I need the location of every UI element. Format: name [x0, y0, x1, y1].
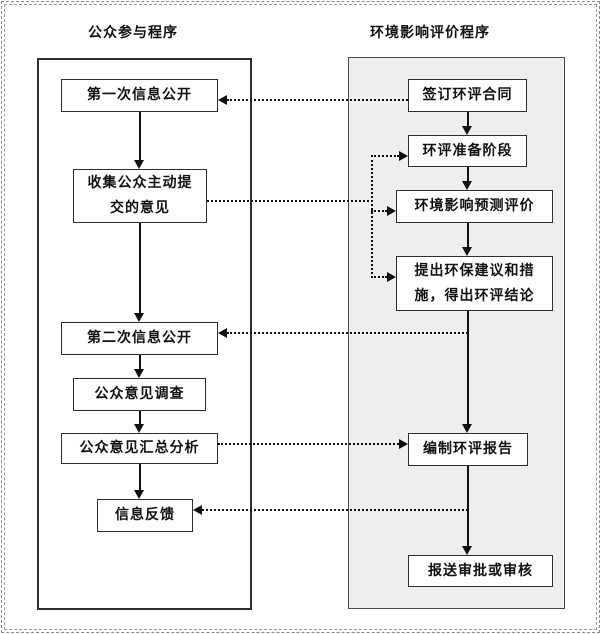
node-first-info-disclosure: 第一次信息公开 — [61, 79, 218, 112]
dashed-branch-prediction-head — [387, 206, 396, 216]
arrow-l5-head — [134, 490, 144, 499]
arrow-r5-line — [467, 466, 469, 546]
node-opinion-summary-analysis: 公众意见汇总分析 — [61, 433, 218, 464]
arrow-r5-head — [462, 546, 472, 555]
dashed-to-second-disclosure-head — [218, 328, 227, 338]
node-eia-preparation: 环评准备阶段 — [408, 135, 527, 167]
node-env-impact-prediction: 环境影响预测评价 — [396, 190, 553, 223]
arrow-r2-line — [467, 167, 469, 181]
node-public-opinion-survey: 公众意见调查 — [73, 378, 206, 411]
dashed-summary-to-report-line — [218, 443, 399, 445]
node-compile-eia-report: 编制环评报告 — [408, 433, 528, 466]
arrow-r3-line — [467, 223, 469, 247]
arrow-r4-head — [462, 424, 472, 433]
arrow-l5-line — [139, 464, 141, 490]
dashed-collect-to-junction-line — [207, 200, 373, 202]
dashed-contract-to-first-disclosure-line — [227, 99, 408, 101]
arrow-l2-head — [134, 313, 144, 322]
dashed-branch-conclusion-line — [371, 276, 387, 278]
dashed-summary-to-report-head — [399, 439, 408, 449]
arrow-l2-line — [139, 223, 141, 313]
arrow-r4-line — [467, 311, 469, 424]
dashed-branch-preparation-line — [371, 155, 399, 157]
arrow-l3-line — [139, 355, 141, 369]
right-column-title: 环境影响评价程序 — [370, 25, 490, 41]
dashed-to-feedback-line — [202, 509, 468, 511]
arrow-l4-head — [134, 424, 144, 433]
node-info-feedback: 信息反馈 — [97, 499, 193, 532]
arrow-r1-line — [467, 112, 469, 126]
node-second-info-disclosure: 第二次信息公开 — [61, 322, 218, 355]
arrow-l1-head — [134, 160, 144, 169]
arrow-r2-head — [462, 181, 472, 190]
arrow-l4-line — [139, 411, 141, 424]
dashed-to-second-disclosure-line — [227, 332, 468, 334]
dashed-to-feedback-head — [193, 505, 202, 515]
dashed-junction-vertical-line — [371, 155, 373, 278]
arrow-r1-head — [462, 126, 472, 135]
arrow-l3-head — [134, 369, 144, 378]
node-submit-approval: 报送审批或审核 — [408, 555, 553, 587]
node-sign-eia-contract: 签订环评合同 — [408, 79, 527, 112]
dashed-branch-preparation-head — [399, 151, 408, 161]
left-column-title: 公众参与程序 — [88, 25, 178, 41]
arrow-l1-line — [139, 112, 141, 160]
dashed-contract-to-first-disclosure-head — [218, 95, 227, 105]
node-eia-suggestions-conclusion: 提出环保建议和措 施，得出环评结论 — [396, 256, 553, 311]
arrow-r3-head — [462, 247, 472, 256]
dashed-branch-prediction-line — [371, 210, 387, 212]
dashed-branch-conclusion-head — [387, 272, 396, 282]
node-collect-public-opinions: 收集公众主动提 交的意见 — [73, 169, 207, 223]
